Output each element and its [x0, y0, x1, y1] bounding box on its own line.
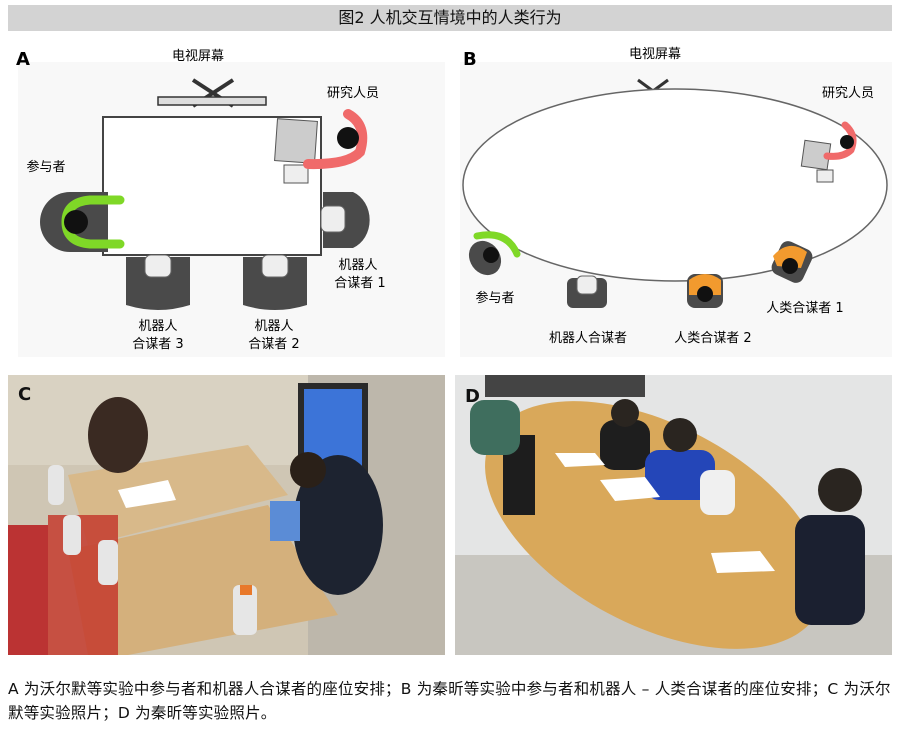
- panel-letter: D: [465, 386, 480, 407]
- tv-screen-icon: [157, 78, 267, 108]
- person: [470, 400, 520, 455]
- oval-table: [462, 88, 888, 282]
- robot-1-label: 机器人: [338, 258, 377, 273]
- panel-d-experiment-photo: D: [455, 375, 892, 655]
- participant-icon: [40, 192, 125, 252]
- panel-b-seating-diagram: B 电视屏幕 研究人员 参与者 机器人合谋者 人类合谋者 2 人类合谋者 1: [455, 40, 892, 360]
- robot-confederate-icon: [567, 275, 607, 308]
- robot-confederate-2-icon: [243, 254, 307, 310]
- robot-3-label: 机器人: [138, 319, 177, 334]
- human-confederate-1-label: 人类合谋者 1: [766, 301, 843, 316]
- robot-confederate-label: 机器人合谋者: [549, 331, 627, 346]
- panel-letter: B: [463, 49, 477, 70]
- researcher-icon: [274, 109, 368, 184]
- human-confederate-2-icon: [687, 274, 723, 308]
- panel-c-experiment-photo: C: [8, 375, 445, 655]
- tv-label: 电视屏幕: [172, 49, 224, 64]
- robot-confederate-3-icon: [126, 254, 190, 310]
- human-confederate-2-label: 人类合谋者 2: [674, 331, 751, 346]
- figure-caption: A 为沃尔默等实验中参与者和机器人合谋者的座位安排；B 为秦昕等实验中参与者和机…: [8, 680, 891, 722]
- participant-icon: [468, 231, 521, 276]
- person: [600, 420, 650, 470]
- robot-2-label-2: 合谋者 2: [248, 337, 299, 352]
- person: [645, 450, 715, 500]
- robot: [700, 470, 735, 515]
- person: [293, 455, 383, 595]
- robot-confederate-1-icon: [320, 192, 370, 248]
- robot: [48, 465, 257, 635]
- figure-title: 图2 人机交互情境中的人类行为: [8, 5, 892, 31]
- researcher-icon: [800, 121, 857, 183]
- person: [88, 397, 148, 473]
- robot-2-label: 机器人: [254, 319, 293, 334]
- person: [795, 515, 865, 625]
- human-confederate-1-icon: [771, 241, 813, 283]
- tv-label: 电视屏幕: [629, 47, 681, 62]
- robot-1-label-2: 合谋者 1: [334, 276, 385, 291]
- researcher-label: 研究人员: [822, 86, 874, 101]
- researcher-label: 研究人员: [327, 86, 379, 101]
- panel-letter: C: [18, 384, 31, 405]
- participant-label: 参与者: [475, 290, 514, 306]
- panel-a-seating-diagram: A 电视屏幕 研究人员 参与者 机器人 合谋者 1 机器人 合谋者 3 机器人 …: [8, 40, 445, 360]
- participant-label: 参与者: [26, 159, 65, 175]
- robot-3-label-2: 合谋者 3: [132, 337, 183, 352]
- panel-letter: A: [16, 49, 30, 70]
